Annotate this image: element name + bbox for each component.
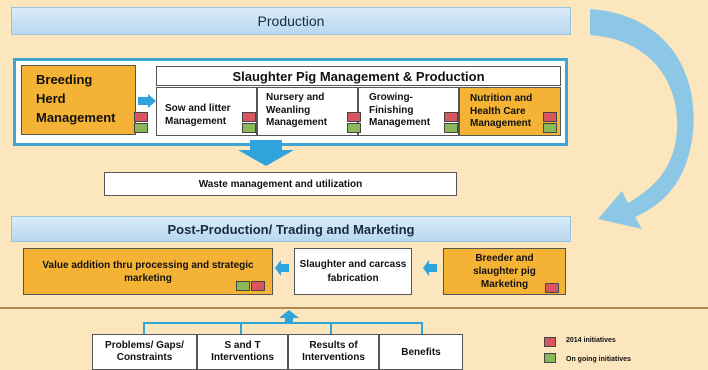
flag-2014-icon <box>347 112 361 122</box>
arrow-down-icon <box>238 140 294 166</box>
stage-label: Growing-Finishing Management <box>369 92 431 128</box>
post-production-label: Post-Production/ Trading and Marketing <box>167 221 415 237</box>
flag-ongoing-icon <box>347 123 361 133</box>
slaughter-carcass-box: Slaughter and carcass fabrication <box>294 248 412 295</box>
curved-flow-arrow <box>590 9 694 229</box>
flag-ongoing-icon <box>236 281 250 291</box>
flag-2014-icon <box>543 112 557 122</box>
stage-label: Nutrition and Health Care Management <box>470 93 533 129</box>
problems-label: Problems/ Gaps/ Constraints <box>105 340 184 363</box>
flag-2014-icon <box>134 112 148 122</box>
benefits-label: Benefits <box>401 346 441 358</box>
legend-2014-icon <box>544 337 556 347</box>
slaughter-title-box: Slaughter Pig Management & Production <box>156 66 561 86</box>
flag-2014-icon <box>444 112 458 122</box>
flag-2014-icon <box>242 112 256 122</box>
interventions-box: S and T Interventions <box>197 334 288 370</box>
divider-line <box>0 307 708 309</box>
results-box: Results of Interventions <box>288 334 379 370</box>
legend-ongoing-icon <box>544 353 556 363</box>
arrow-right-icon <box>138 94 156 108</box>
arrow-up-icon <box>279 310 299 323</box>
flag-ongoing-icon <box>134 123 148 133</box>
benefits-box: Benefits <box>379 334 463 370</box>
production-bar: Production <box>11 7 571 35</box>
arrow-left-icon <box>423 260 437 276</box>
breeding-herd-label: Breeding Herd Management <box>36 72 116 125</box>
connector-mid-1 <box>240 322 242 334</box>
slaughter-title: Slaughter Pig Management & Production <box>232 68 485 84</box>
value-addition-box: Value addition thru processing and strat… <box>23 248 273 295</box>
value-addition-label: Value addition thru processing and strat… <box>42 259 254 284</box>
production-label: Production <box>257 13 325 29</box>
flag-ongoing-icon <box>543 123 557 133</box>
legend-2014-label: 2014 initiatives <box>566 337 616 344</box>
breeder-marketing-box: Breeder and slaughter pig Marketing <box>443 248 566 295</box>
slaughter-carcass-label: Slaughter and carcass fabrication <box>299 258 407 284</box>
connector-mid-2 <box>330 322 332 334</box>
breeder-marketing-label: Breeder and slaughter pig Marketing <box>473 253 536 290</box>
connector-bracket <box>143 322 423 334</box>
stage-nursery: Nursery and Weanling Management <box>257 87 358 136</box>
stage-sow-litter: Sow and litter Management <box>156 87 257 136</box>
waste-label: Waste management and utilization <box>198 178 363 190</box>
problems-box: Problems/ Gaps/ Constraints <box>92 334 197 370</box>
waste-management-box: Waste management and utilization <box>104 172 457 196</box>
stage-growing: Growing-Finishing Management <box>358 87 459 136</box>
legend-ongoing-label: On going initiatives <box>566 356 631 363</box>
breeding-herd-box: Breeding Herd Management <box>21 65 136 135</box>
flag-ongoing-icon <box>444 123 458 133</box>
interventions-label: S and T Interventions <box>211 340 274 363</box>
stage-label: Nursery and Weanling Management <box>266 92 328 128</box>
flag-2014-icon <box>545 283 559 293</box>
post-production-bar: Post-Production/ Trading and Marketing <box>11 216 571 242</box>
stage-label: Sow and litter Management <box>165 102 231 127</box>
results-label: Results of Interventions <box>302 340 365 363</box>
flag-ongoing-icon <box>242 123 256 133</box>
arrow-left-icon <box>275 260 289 276</box>
flag-2014-icon <box>251 281 265 291</box>
